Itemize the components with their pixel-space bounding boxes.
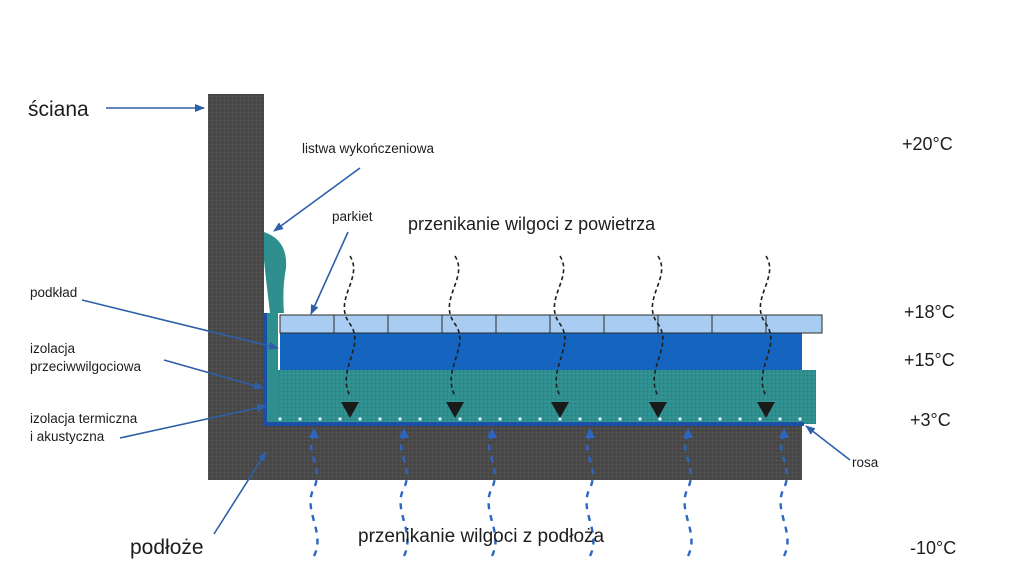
temp-ground: -10°C [910, 538, 957, 558]
moisture-path-arrow [487, 428, 497, 438]
ground-moisture-path [683, 435, 693, 557]
wall-block [208, 94, 264, 480]
parquet-plank [279, 314, 335, 334]
dew-dot [498, 417, 502, 421]
dew-dot [718, 417, 722, 421]
temp-insulation: +3°C [910, 410, 951, 430]
ground-moisture-path [779, 435, 789, 557]
label-dew: rosa [852, 455, 879, 470]
moisture-barrier-edge [264, 313, 267, 425]
arrow-trim [273, 167, 361, 232]
moisture-path-arrow [309, 428, 319, 438]
air-moisture-path [343, 255, 356, 397]
dew-dot [478, 417, 482, 421]
air-moisture-paths [341, 255, 775, 418]
arrow-subfloor [213, 451, 267, 535]
dew-dot [518, 417, 522, 421]
moisture-path-arrow [779, 428, 789, 438]
label-moisture-ground: przenikanie wilgoci z podłoża [358, 526, 605, 547]
dew-dot [778, 417, 782, 421]
label-parquet: parkiet [332, 209, 373, 224]
parquet-plank [441, 314, 497, 334]
dew-points [278, 417, 802, 421]
dew-dot [398, 417, 402, 421]
dew-dot [378, 417, 382, 421]
parquet-plank [495, 314, 551, 334]
moisture-path-arrow [649, 402, 667, 418]
dew-dot [278, 417, 282, 421]
arrow-barrier [163, 359, 264, 390]
dew-dot [538, 417, 542, 421]
moisture-path-arrow [341, 402, 359, 418]
dew-dot [658, 417, 662, 421]
label-thermal-insulation: izolacja termiczna i akustyczna [30, 411, 138, 445]
dew-dot [798, 417, 802, 421]
parquet-plank [657, 314, 713, 334]
parquet-plank [333, 314, 389, 334]
label-wall: ściana [28, 98, 89, 121]
thermal-insulation-layer [266, 370, 816, 424]
air-moisture-path [759, 255, 772, 397]
parquet-layer [279, 314, 823, 334]
air-moisture-path [553, 255, 566, 397]
moisture-barrier-line [264, 422, 804, 426]
arrow-parquet [310, 231, 349, 315]
label-underlay: podkład [30, 285, 78, 300]
moisture-path-arrow [585, 428, 595, 438]
ground-moisture-path [585, 435, 595, 557]
dew-dot [358, 417, 362, 421]
dew-dot [418, 417, 422, 421]
arrow-underlay [81, 299, 279, 350]
arrow-insulation [119, 404, 267, 439]
pointer-arrows [81, 104, 851, 535]
subfloor-block [208, 426, 802, 480]
temp-underlay: +15°C [904, 350, 955, 370]
air-moisture-path [651, 255, 664, 397]
label-trim: listwa wykończeniowa [302, 141, 435, 156]
skirting-trim [264, 232, 287, 313]
parquet-plank [387, 314, 443, 334]
label-subfloor: podłoże [130, 536, 204, 559]
dew-dot [458, 417, 462, 421]
dew-dot [558, 417, 562, 421]
ground-moisture-path [487, 435, 497, 557]
moisture-path-arrow [551, 402, 569, 418]
parquet-plank [603, 314, 659, 334]
dew-dot [678, 417, 682, 421]
dew-dot [618, 417, 622, 421]
arrow-dew [805, 425, 851, 461]
dew-dot [578, 417, 582, 421]
dew-dot [738, 417, 742, 421]
moisture-path-arrow [683, 428, 693, 438]
moisture-path-arrow [446, 402, 464, 418]
dew-dot [598, 417, 602, 421]
dew-dot [338, 417, 342, 421]
dew-dot [638, 417, 642, 421]
dew-dot [438, 417, 442, 421]
ground-moisture-path [399, 435, 409, 557]
temp-parquet: +18°C [904, 302, 955, 322]
ground-moisture-path [309, 435, 319, 557]
label-moisture-barrier: izolacja przeciwwilgociowa [30, 341, 142, 375]
dew-dot [758, 417, 762, 421]
parquet-plank [765, 314, 823, 334]
dew-dot [298, 417, 302, 421]
dew-dot [698, 417, 702, 421]
moisture-path-arrow [757, 402, 775, 418]
parquet-plank [549, 314, 605, 334]
moisture-barrier-vertical [264, 313, 278, 425]
parquet-plank [711, 314, 767, 334]
ground-moisture-paths [309, 428, 789, 557]
air-moisture-path [448, 255, 461, 397]
label-moisture-air: przenikanie wilgoci z powietrza [408, 214, 656, 234]
temp-room: +20°C [902, 134, 953, 154]
dew-dot [318, 417, 322, 421]
underlay-layer [280, 333, 802, 370]
moisture-path-arrow [399, 428, 409, 438]
